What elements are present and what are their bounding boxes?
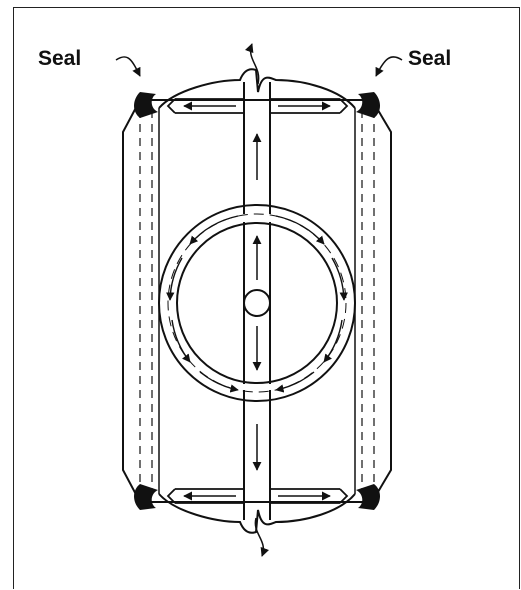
bottom-channel: [166, 488, 349, 504]
seal-leader-left: [115, 56, 141, 77]
bottom-cap: [158, 493, 356, 534]
seal-top-left: [134, 92, 158, 118]
ring-arrow-1: [189, 215, 239, 245]
seal-bottom-left: [134, 484, 158, 510]
ring-arrow-4: [199, 371, 239, 393]
outlet-arrow-bottom: [254, 517, 270, 557]
center-hole: [243, 289, 271, 317]
ring-arrow-3: [171, 319, 191, 363]
figure-frame: [13, 7, 520, 589]
inlet-arrow-top: [244, 43, 260, 85]
seal-label-right: Seal: [408, 47, 451, 70]
seal-leader-right: [375, 56, 403, 77]
top-channel: [166, 98, 349, 114]
ring-arrow-6: [331, 257, 348, 301]
seal-top-right: [356, 92, 380, 118]
seal-bottom-right: [356, 484, 380, 510]
outer-ring: [158, 204, 356, 402]
ring-flow-path: [167, 213, 347, 393]
inner-ring: [176, 222, 338, 384]
ring-arrow-2: [166, 257, 183, 301]
top-cap: [158, 68, 356, 109]
ring-arrow-7: [323, 319, 343, 363]
ring-arrow-8: [275, 371, 315, 393]
ring-arrow-5: [275, 215, 325, 245]
seal-label-left: Seal: [38, 47, 81, 70]
